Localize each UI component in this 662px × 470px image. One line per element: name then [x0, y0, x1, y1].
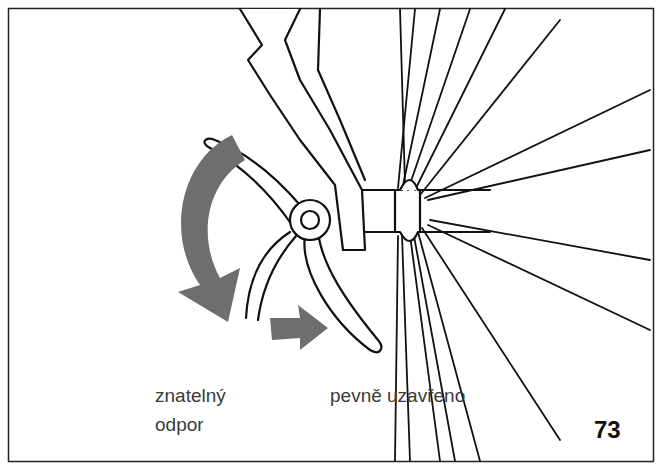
fork-leg [240, 9, 365, 250]
fork-inner-edge [318, 9, 365, 180]
pivot-pin [301, 211, 319, 229]
push-arrow [270, 305, 328, 350]
lever-cam-body [246, 232, 296, 320]
frame-border [9, 9, 654, 462]
lever-pivot [290, 200, 330, 240]
hub-flange [395, 190, 420, 232]
annotation-label: znatelný odpor [155, 381, 255, 439]
hub-axle [360, 180, 490, 241]
rotation-arrow [178, 135, 245, 322]
figure-number: 73 [594, 416, 644, 444]
annotation-label: pevně uzavřeno [330, 381, 530, 410]
